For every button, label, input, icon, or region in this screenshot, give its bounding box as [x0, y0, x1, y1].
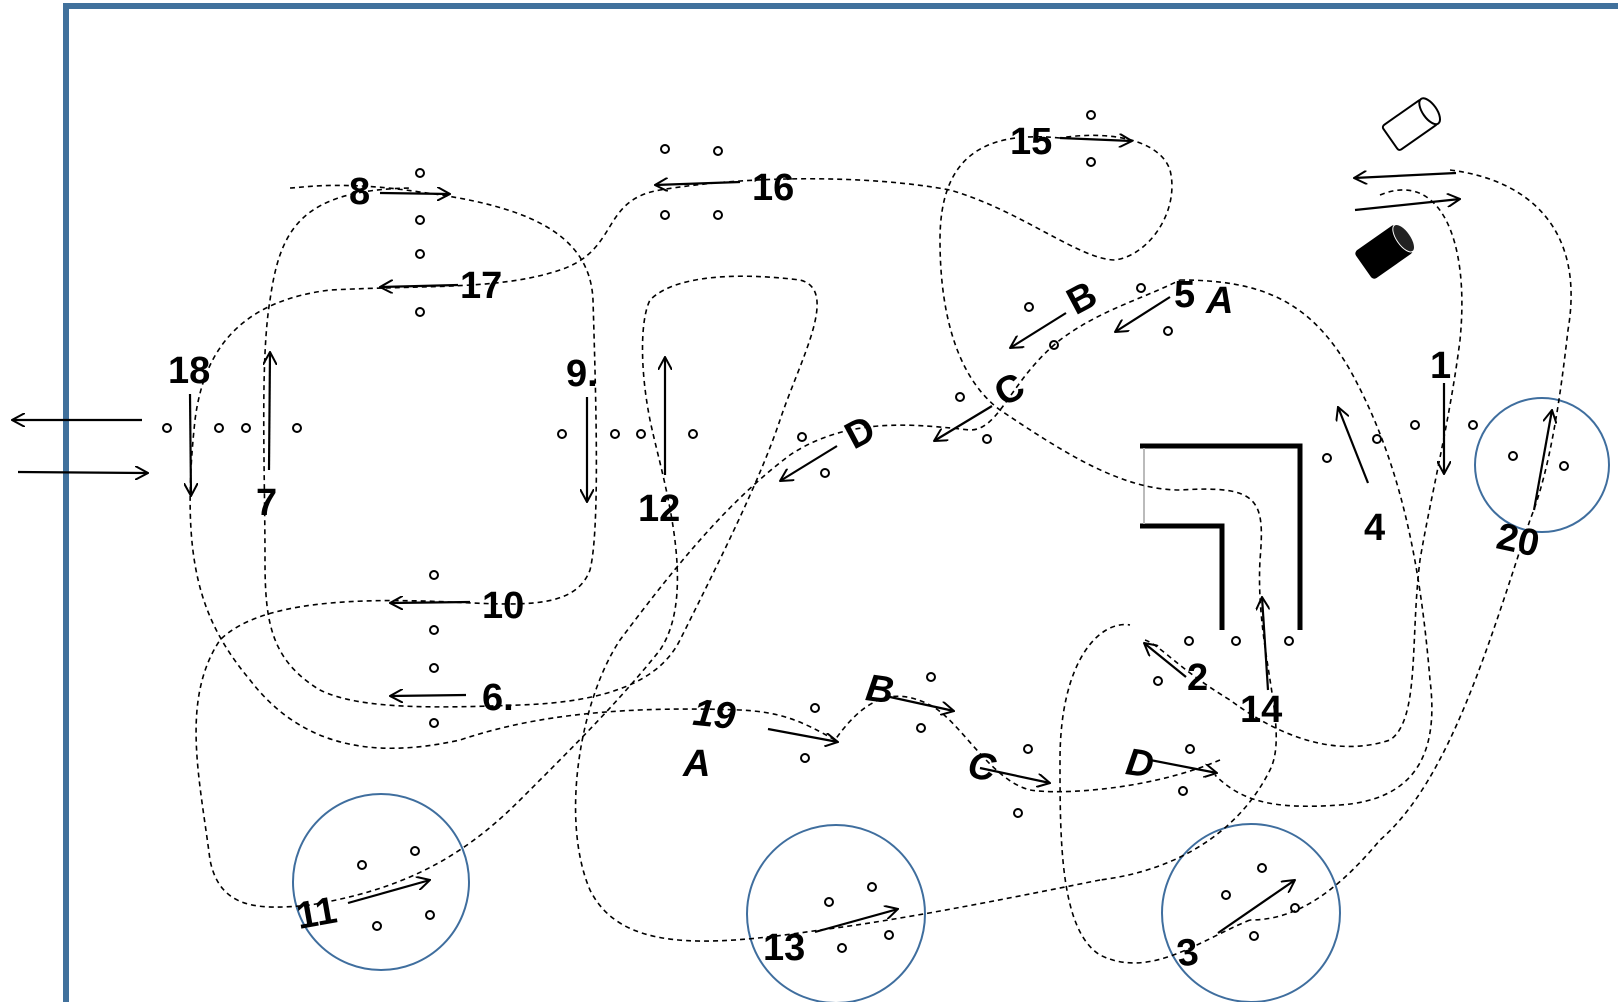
station-label-2: 2 [1187, 657, 1208, 699]
station-label-15: 15 [1010, 121, 1052, 163]
cylinder-filled-icon [1355, 224, 1415, 279]
l-barrier [1140, 443, 1303, 630]
station-label-9: 9. [566, 353, 598, 395]
cones [162, 110, 1569, 953]
arena-border [63, 3, 1618, 1002]
station-label-12: 12 [638, 488, 680, 530]
station-label-13: 13 [763, 927, 805, 969]
upper-label-c: C [988, 365, 1032, 415]
zone-circle-11 [292, 793, 470, 971]
station-label-4: 4 [1364, 507, 1385, 549]
upper-label-a: A [1205, 280, 1233, 322]
arrows [190, 138, 1552, 934]
station-label-8: 8 [349, 171, 370, 213]
station-label-16: 16 [752, 167, 794, 209]
entry-arrow [17, 472, 148, 473]
cylinder-outline-icon [1381, 97, 1441, 151]
lower-label-a: A [682, 743, 710, 785]
station-label-17: 17 [460, 265, 502, 307]
station-label-11: 11 [293, 889, 340, 937]
upper-label-d: D [838, 408, 882, 458]
station-label-14: 14 [1240, 689, 1282, 731]
lower-label-c: C [965, 745, 999, 790]
station-label-20: 20 [1493, 516, 1543, 566]
lower-label-d: D [1123, 741, 1156, 786]
station-labels: 1 2 3 4 5 6. 7 8 9. 10 11 12 13 14 15 16… [168, 121, 1543, 976]
station-label-1: 1 [1430, 345, 1451, 387]
station-label-3: 3 [1174, 931, 1201, 976]
station-label-10: 10 [482, 585, 524, 627]
station-label-18: 18 [168, 350, 210, 392]
station-label-7: 7 [256, 482, 277, 524]
zone-circle-20 [1474, 397, 1610, 533]
station-label-5: 5 [1174, 274, 1195, 316]
station-label-19: 19 [691, 692, 737, 738]
lower-label-b: B [863, 667, 896, 712]
zone-circle-13 [746, 824, 926, 1002]
station-label-6: 6. [482, 677, 514, 719]
zone-circle-3 [1161, 823, 1341, 1002]
